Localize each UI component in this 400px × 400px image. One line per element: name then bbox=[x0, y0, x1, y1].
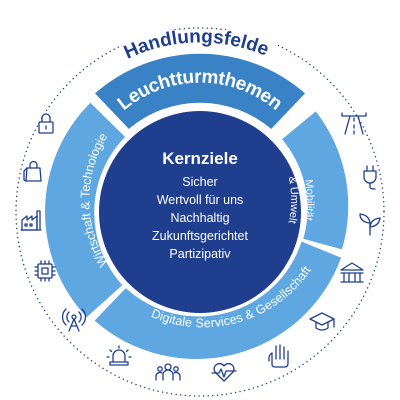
segment-digitale-services bbox=[94, 241, 342, 360]
graduation-cap-icon bbox=[309, 312, 335, 331]
segment-wirtschaft-technologie bbox=[45, 102, 126, 318]
museum-icon bbox=[340, 262, 364, 283]
label-mobilitaet: Mobilität bbox=[302, 179, 316, 222]
core-item-sicher: Sicher bbox=[182, 175, 217, 189]
segment-mobilitaet-umwelt bbox=[282, 111, 349, 250]
core-circle bbox=[99, 111, 301, 313]
core-title: Kernziele bbox=[162, 149, 238, 168]
hand-icon bbox=[268, 344, 289, 368]
plug-icon bbox=[363, 165, 377, 190]
factory-icon bbox=[20, 210, 42, 231]
antenna-icon bbox=[61, 308, 87, 332]
core-item-partizipativ: Partizipativ bbox=[169, 247, 231, 261]
chip-icon bbox=[34, 260, 56, 282]
heart-pulse-icon bbox=[211, 362, 237, 382]
lock-icon bbox=[38, 113, 54, 134]
core-item-nachhaltig: Nachhaltig bbox=[170, 211, 229, 225]
core-item-zukunftsgerichtet: Zukunftsgerichtet bbox=[152, 229, 248, 243]
road-icon bbox=[341, 112, 367, 135]
people-icon bbox=[155, 363, 181, 381]
core-item-wertvoll: Wertvoll für uns bbox=[157, 193, 244, 207]
plant-icon bbox=[359, 213, 381, 236]
segment-leuchtturmthemen bbox=[95, 53, 305, 129]
siren-icon bbox=[106, 345, 132, 366]
shopping-bag-icon bbox=[23, 160, 42, 182]
outer-dotted-ring bbox=[15, 27, 385, 397]
